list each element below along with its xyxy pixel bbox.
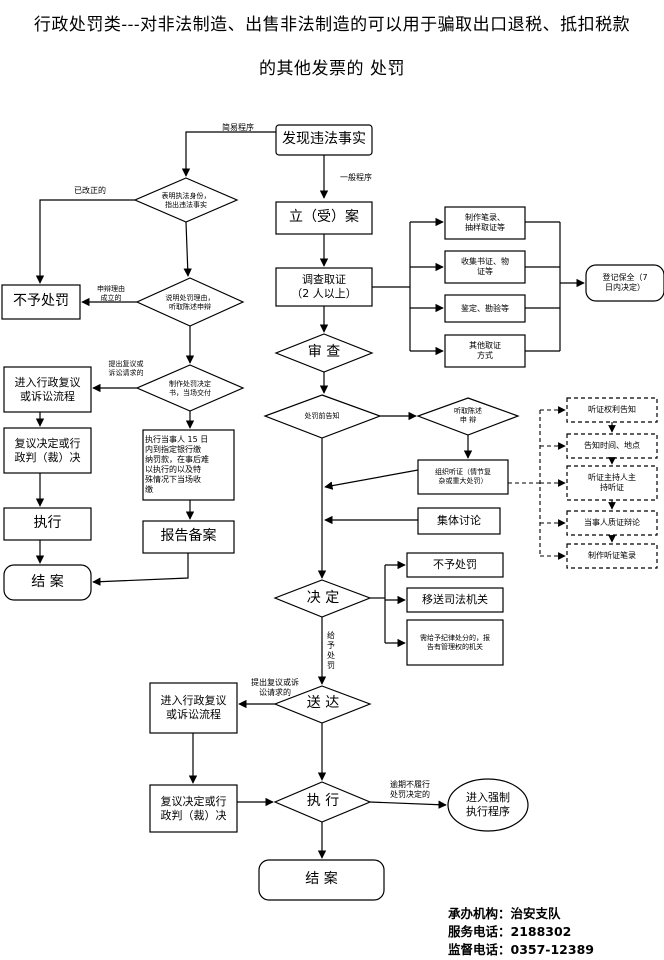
node-h3: 听证主持人主 持听证	[588, 473, 636, 492]
box-execute1	[3, 507, 92, 541]
box-no-penalty-left	[1, 284, 81, 320]
node-force: 进入强制 执行程序	[466, 791, 510, 818]
node-collective: 集体讨论	[437, 514, 481, 528]
node-enter-review2: 进入行政复议 或诉讼流程	[160, 694, 227, 721]
footer-org: 承办机构：治安支队	[448, 906, 561, 921]
node-deliver: 送 达	[306, 695, 340, 712]
node-evidence3: 鉴定、勘验等	[461, 303, 509, 313]
node-evidence1: 制作笔录、 抽样取证等	[465, 213, 505, 232]
node-close1: 结 案	[31, 573, 64, 590]
label-give-penalty: 给 予 处 罚	[327, 631, 335, 670]
box-review-decision1	[3, 427, 92, 474]
node-evidence2: 收集书证、物 证等	[461, 257, 509, 276]
node-no-penalty-left: 不予处罚	[13, 293, 69, 310]
box-h5	[566, 543, 658, 569]
node-h1: 听证权利告知	[588, 405, 636, 414]
page-title-line1: 行政处罚类---对非法制造、出售非法制造的可以用于骗取出口退税、抵扣税款	[33, 15, 631, 35]
footer-supervise-phone: 监督电话：0357-12389	[448, 942, 594, 957]
node-hearing: 组织听证（情节复 杂或重大处罚）	[435, 468, 491, 485]
box-transfer	[406, 587, 504, 613]
node-review-decision2: 复议决定或行 政判（裁）决	[160, 794, 227, 822]
box-no-penalty-right	[406, 552, 504, 578]
node-review-decision1: 复议决定或行 政判（裁）决	[14, 436, 81, 464]
box-collective	[417, 507, 501, 535]
box-register	[585, 264, 664, 302]
node-discover: 发现违法事实	[282, 131, 366, 148]
node-report: 报告备案	[160, 528, 217, 545]
page-title-line2: 的其他发票的 处罚	[259, 59, 405, 79]
box-pay	[142, 429, 235, 501]
box-close1	[3, 564, 92, 601]
node-explain-diamond: 说明处罚理由， 听取陈述申辩	[165, 294, 215, 311]
box-h1	[566, 397, 658, 423]
node-hear: 听取陈述 申 辩	[454, 407, 482, 424]
node-review: 审 查	[307, 344, 341, 361]
node-close2: 结 案	[305, 871, 338, 888]
node-decide-diamond: 制作处罚决定 书，当场交付	[169, 380, 211, 397]
ellipse-force	[447, 778, 529, 832]
node-execute1: 执行	[33, 515, 62, 532]
label-reconsider2: 提出复议或诉 讼请求的	[251, 678, 299, 697]
node-decide: 决 定	[306, 590, 340, 607]
node-transfer: 移送司法机关	[422, 593, 488, 607]
box-h4	[566, 510, 658, 536]
node-notice: 处罚前告知	[304, 411, 340, 420]
node-investigate: 调查取证 （2 人以上）	[291, 273, 357, 300]
label-normal: 一般程序	[340, 173, 372, 182]
box-hearing	[417, 459, 509, 495]
node-evidence4: 其他取证 方式	[469, 341, 501, 360]
label-corrected: 已改正的	[74, 186, 106, 195]
box-h2	[566, 433, 658, 459]
label-simple: 简易程序	[222, 123, 254, 132]
node-no-penalty-right: 不予处罚	[433, 558, 477, 572]
node-h2: 告知时间、地点	[584, 441, 640, 450]
box-close2	[258, 859, 385, 901]
node-register: 登记保全（7 日内决定）	[602, 273, 648, 292]
box-discipline	[406, 619, 504, 666]
label-overdue: 逾期不履行 处罚决定的	[390, 780, 430, 799]
node-pay-text: 执行当事人 15 日 内到指定银行缴 纳罚款，在事后难 以执行的以及特 殊情况下…	[145, 435, 209, 494]
node-discipline: 需给予纪律处分的，报 告有管理权的机关	[420, 633, 490, 651]
node-enter-review1: 进入行政复议 或诉讼流程	[14, 375, 81, 403]
box-evidence1	[444, 206, 526, 240]
node-h5: 制作听证笔录	[588, 551, 636, 560]
node-check-diamond: 表明执法身份， 指出违法事实	[161, 192, 211, 209]
node-h4: 当事人质证辩论	[584, 518, 640, 527]
footer-service-phone: 服务电话：2188302	[448, 924, 572, 939]
label-reconsider1: 提出复议或 诉讼请求的	[108, 360, 144, 377]
node-file-case: 立（受）案	[289, 209, 359, 226]
box-review-decision2	[149, 784, 238, 833]
node-execute2: 执 行	[306, 793, 340, 810]
label-reason: 申辩理由 成立的	[97, 285, 125, 302]
box-enter-review1	[3, 366, 92, 413]
